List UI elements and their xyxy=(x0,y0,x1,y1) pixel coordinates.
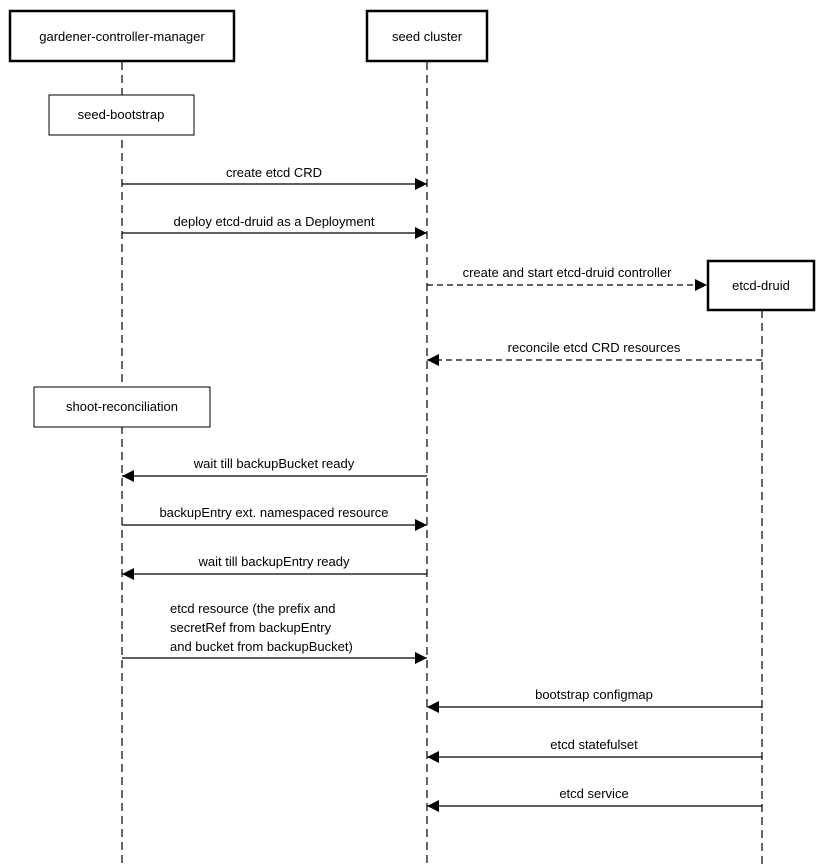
message-label-line-2: secretRef from backupEntry xyxy=(170,620,332,635)
message-label: deploy etcd-druid as a Deployment xyxy=(174,214,375,229)
message-bootstrap-configmap: bootstrap configmap xyxy=(427,687,762,713)
note-seed-bootstrap: seed-bootstrap xyxy=(48,94,195,136)
participant-druid-label: etcd-druid xyxy=(732,278,790,293)
message-wait-backup-entry: wait till backupEntry ready xyxy=(122,554,427,580)
participant-gcm: gardener-controller-manager xyxy=(8,9,236,63)
message-label: wait till backupEntry ready xyxy=(197,554,350,569)
message-label: bootstrap configmap xyxy=(535,687,653,702)
note-shoot-reconciliation-label: shoot-reconciliation xyxy=(66,399,178,414)
message-label-line-1: etcd resource (the prefix and xyxy=(170,601,335,616)
message-etcd-service: etcd service xyxy=(427,786,762,812)
participant-seed: seed cluster xyxy=(365,9,489,63)
message-etcd-statefulset: etcd statefulset xyxy=(427,737,762,763)
message-label: etcd statefulset xyxy=(550,737,638,752)
message-label-line-3: and bucket from backupBucket) xyxy=(170,639,353,654)
note-seed-bootstrap-label: seed-bootstrap xyxy=(78,107,165,122)
note-shoot-reconciliation: shoot-reconciliation xyxy=(33,386,211,428)
participant-gcm-label: gardener-controller-manager xyxy=(39,29,205,44)
message-label: wait till backupBucket ready xyxy=(193,456,355,471)
message-label: create and start etcd-druid controller xyxy=(463,265,672,280)
message-label: create etcd CRD xyxy=(226,165,322,180)
participant-seed-label: seed cluster xyxy=(392,29,463,44)
message-create-etcd-crd: create etcd CRD xyxy=(122,165,427,190)
message-label: etcd service xyxy=(559,786,628,801)
message-label: backupEntry ext. namespaced resource xyxy=(159,505,388,520)
message-label: reconcile etcd CRD resources xyxy=(508,340,681,355)
message-etcd-resource: etcd resource (the prefix and secretRef … xyxy=(122,601,427,664)
participant-druid: etcd-druid xyxy=(706,259,816,312)
message-deploy-etcd-druid: deploy etcd-druid as a Deployment xyxy=(122,214,427,239)
message-wait-backup-bucket: wait till backupBucket ready xyxy=(122,456,427,482)
message-create-start-druid-controller: create and start etcd-druid controller xyxy=(427,265,707,291)
message-reconcile-etcd-crd: reconcile etcd CRD resources xyxy=(427,340,762,366)
message-backup-entry-resource: backupEntry ext. namespaced resource xyxy=(122,505,427,531)
